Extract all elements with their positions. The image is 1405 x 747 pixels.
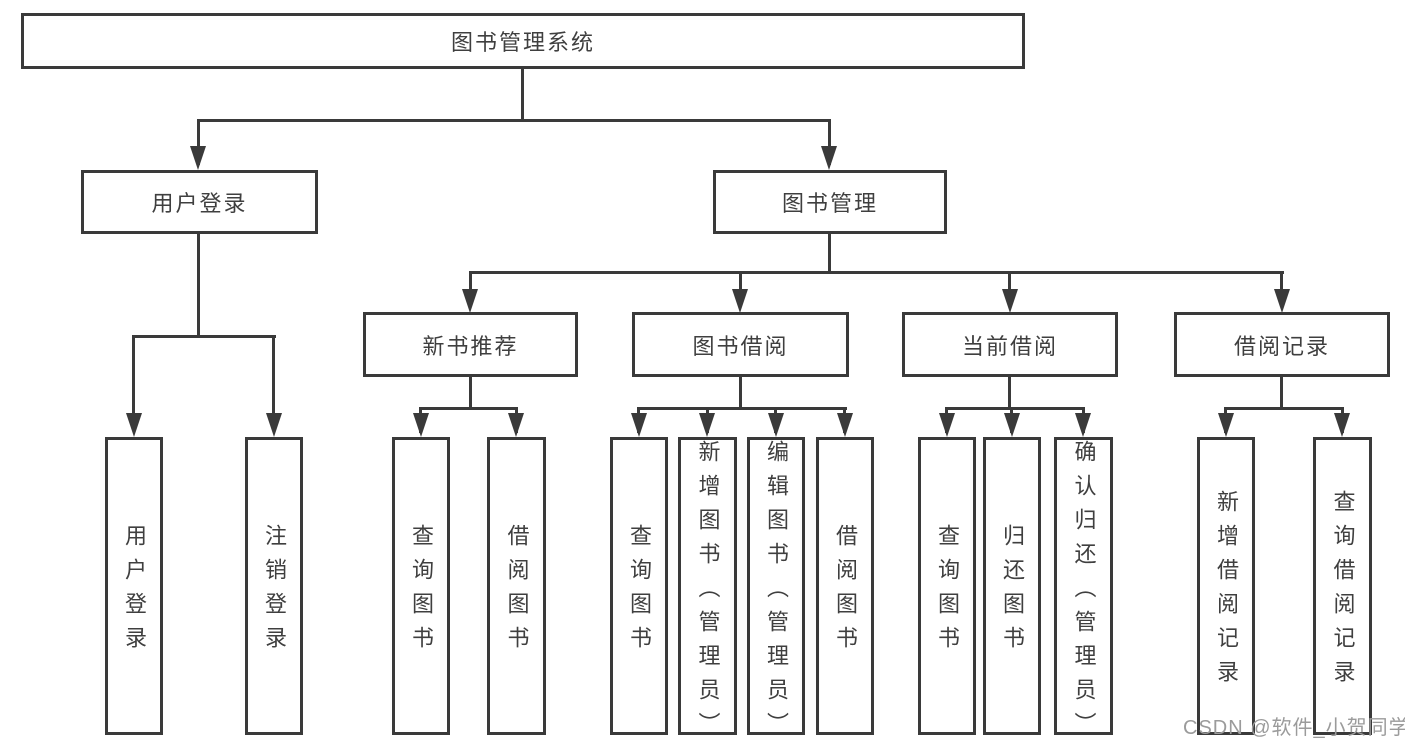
tree-connector-line (1224, 407, 1344, 410)
arrow-down-icon (1334, 413, 1350, 437)
tree-connector-line (132, 335, 276, 338)
arrow-down-icon (1218, 413, 1234, 437)
leaf-query-borrow-record: 查询借阅记录 (1313, 437, 1372, 735)
arrow-down-icon (837, 413, 853, 437)
leaf-query-books-current-label: 查询图书 (935, 524, 960, 660)
node-library-system: 图书管理系统 (21, 13, 1025, 69)
tree-connector-line (197, 119, 831, 122)
leaf-borrow-books-borrowing-label: 借阅图书 (833, 524, 858, 660)
leaf-edit-books-admin-label: 编辑图书（管理员） (764, 440, 789, 746)
leaf-query-books-borrowing: 查询图书 (610, 437, 668, 735)
leaf-add-books-admin: 新增图书（管理员） (678, 437, 737, 746)
arrow-down-icon (1004, 413, 1020, 437)
leaf-add-borrow-record-label: 新增借阅记录 (1214, 490, 1239, 694)
node-book-management: 图书管理 (713, 170, 947, 234)
tree-connector-line (132, 335, 135, 431)
arrow-down-icon (699, 413, 715, 437)
leaf-query-books-borrowing-label: 查询图书 (627, 524, 652, 660)
arrow-down-icon (266, 413, 282, 437)
leaf-query-books-current: 查询图书 (918, 437, 976, 735)
leaf-confirm-return-admin-label: 确认归还（管理员） (1071, 440, 1097, 746)
node-book-management-label: 图书管理 (781, 191, 878, 216)
tree-connector-line (945, 407, 1085, 410)
node-user-login: 用户登录 (81, 170, 318, 234)
arrow-down-icon (1002, 289, 1018, 313)
tree-connector-line (197, 119, 200, 165)
tree-connector-line (419, 407, 518, 410)
leaf-logout-label: 注销登录 (262, 524, 287, 660)
leaf-add-borrow-record: 新增借阅记录 (1197, 437, 1255, 735)
tree-connector-line (1008, 377, 1011, 410)
node-new-book-recommendation: 新书推荐 (363, 312, 578, 377)
arrow-down-icon (768, 413, 784, 437)
arrow-down-icon (462, 289, 478, 313)
node-borrowing-records-label: 借阅记录 (1233, 333, 1330, 359)
tree-connector-line (828, 119, 831, 165)
leaf-confirm-return-admin: 确认归还（管理员） (1054, 437, 1113, 746)
arrow-down-icon (126, 413, 142, 437)
leaf-return-books: 归还图书 (983, 437, 1041, 735)
arrow-down-icon (413, 413, 429, 437)
node-user-login-label: 用户登录 (151, 191, 248, 216)
leaf-borrow-books-recommend: 借阅图书 (487, 437, 546, 735)
leaf-return-books-label: 归还图书 (1000, 524, 1025, 660)
leaf-borrow-books-borrowing: 借阅图书 (816, 437, 874, 735)
arrow-down-icon (939, 413, 955, 437)
tree-connector-line (469, 377, 472, 410)
leaf-logout: 注销登录 (245, 437, 303, 735)
arrow-down-icon (190, 146, 206, 170)
node-book-borrowing-label: 图书借阅 (692, 333, 789, 359)
leaf-query-books-recommend-label: 查询图书 (409, 524, 434, 660)
tree-connector-line (521, 68, 524, 122)
leaf-query-books-recommend: 查询图书 (392, 437, 450, 735)
node-book-borrowing: 图书借阅 (632, 312, 849, 377)
arrow-down-icon (508, 413, 524, 437)
tree-connector-line (1280, 377, 1283, 410)
csdn-watermark: CSDN @软件_小贺同学 (1183, 717, 1405, 739)
leaf-edit-books-admin: 编辑图书（管理员） (747, 437, 805, 746)
leaf-add-books-admin-label: 新增图书（管理员） (695, 440, 721, 746)
node-borrowing-records: 借阅记录 (1174, 312, 1390, 377)
tree-connector-line (469, 271, 1284, 274)
leaf-query-borrow-record-label: 查询借阅记录 (1330, 490, 1356, 694)
arrow-down-icon (1075, 413, 1091, 437)
tree-connector-line (637, 407, 847, 410)
leaf-user-login: 用户登录 (105, 437, 163, 735)
node-new-book-recommendation-label: 新书推荐 (422, 333, 519, 359)
node-current-borrowing: 当前借阅 (902, 312, 1118, 377)
node-library-system-label: 图书管理系统 (450, 30, 595, 55)
tree-connector-line (272, 335, 275, 431)
arrow-down-icon (821, 146, 837, 170)
leaf-user-login-label: 用户登录 (122, 524, 147, 660)
arrow-down-icon (1274, 289, 1290, 313)
tree-connector-line (197, 234, 200, 338)
arrow-down-icon (631, 413, 647, 437)
arrow-down-icon (732, 289, 748, 313)
tree-connector-line (739, 377, 742, 410)
tree-connector-line (828, 234, 831, 274)
node-current-borrowing-label: 当前借阅 (961, 333, 1058, 359)
leaf-borrow-books-recommend-label: 借阅图书 (504, 524, 530, 660)
